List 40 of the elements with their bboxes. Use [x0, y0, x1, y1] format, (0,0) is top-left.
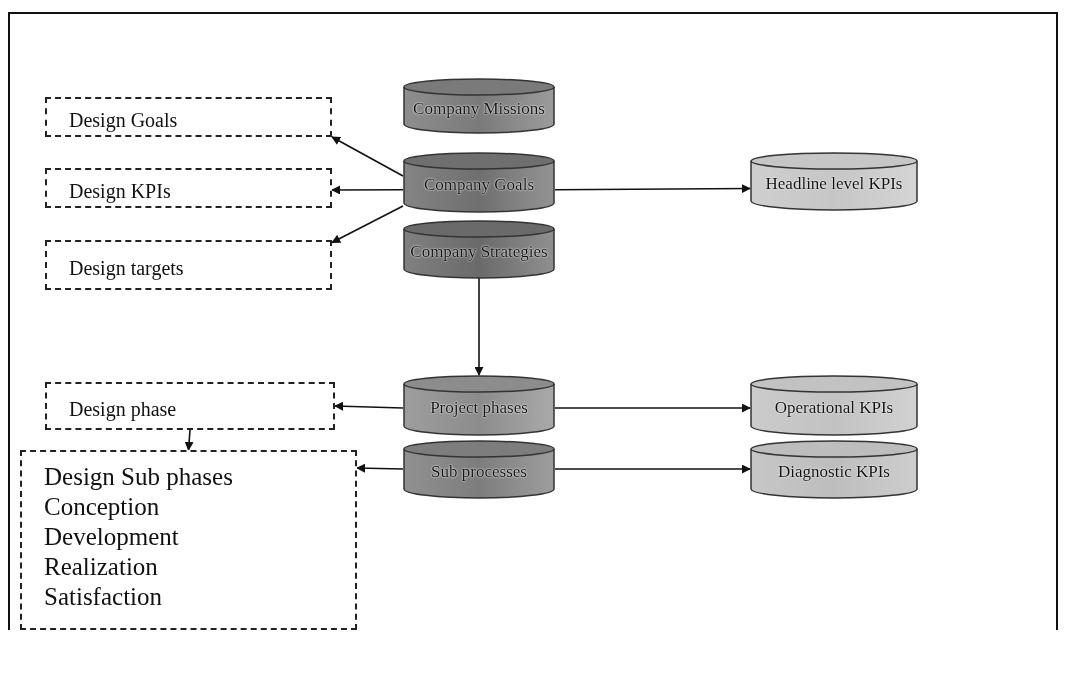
dashed-box — [45, 97, 332, 137]
cylinder-label: Operational KPIs — [774, 398, 894, 418]
cylinder-node — [403, 375, 555, 435]
box-label: Design phase — [69, 397, 177, 421]
arrow — [554, 184, 751, 194]
box-heading: Design Sub phases — [44, 462, 233, 492]
dashed-box — [20, 450, 357, 630]
list-item: Realization — [44, 552, 158, 582]
cylinder-node — [750, 440, 918, 498]
box-label: Design Goals — [69, 108, 178, 132]
dashed-box — [45, 240, 332, 290]
arrow — [331, 185, 404, 195]
arrow — [474, 277, 484, 376]
cylinder-label: Company Strategies — [410, 242, 548, 262]
cylinder-label: Project phases — [430, 398, 528, 418]
arrow — [334, 401, 404, 411]
cylinder-label: Diagnostic KPIs — [778, 462, 890, 482]
dashed-box — [45, 168, 332, 208]
arrow — [184, 429, 194, 451]
list-item: Conception — [44, 492, 160, 522]
arrow — [356, 463, 404, 473]
cylinder-node — [403, 78, 555, 133]
cylinder-label: Headline level KPIs — [765, 174, 903, 194]
box-label: Design KPIs — [69, 179, 171, 203]
cylinder-node — [750, 152, 918, 210]
arrow — [554, 403, 751, 413]
box-label: Design targets — [69, 256, 184, 280]
cylinder-label: Company Goals — [424, 175, 534, 195]
cylinder-node — [750, 375, 918, 435]
arrow — [554, 464, 751, 474]
cylinder-label: Company Missions — [413, 98, 545, 119]
arrow — [331, 205, 404, 244]
cylinder-node — [403, 440, 555, 498]
dashed-box — [45, 382, 335, 430]
list-item: Development — [44, 522, 179, 552]
cylinder-label: Sub processes — [431, 462, 527, 482]
cylinder-node — [403, 220, 555, 278]
list-item: Satisfaction — [44, 582, 163, 612]
cylinder-node — [403, 152, 555, 212]
arrow — [331, 136, 404, 177]
